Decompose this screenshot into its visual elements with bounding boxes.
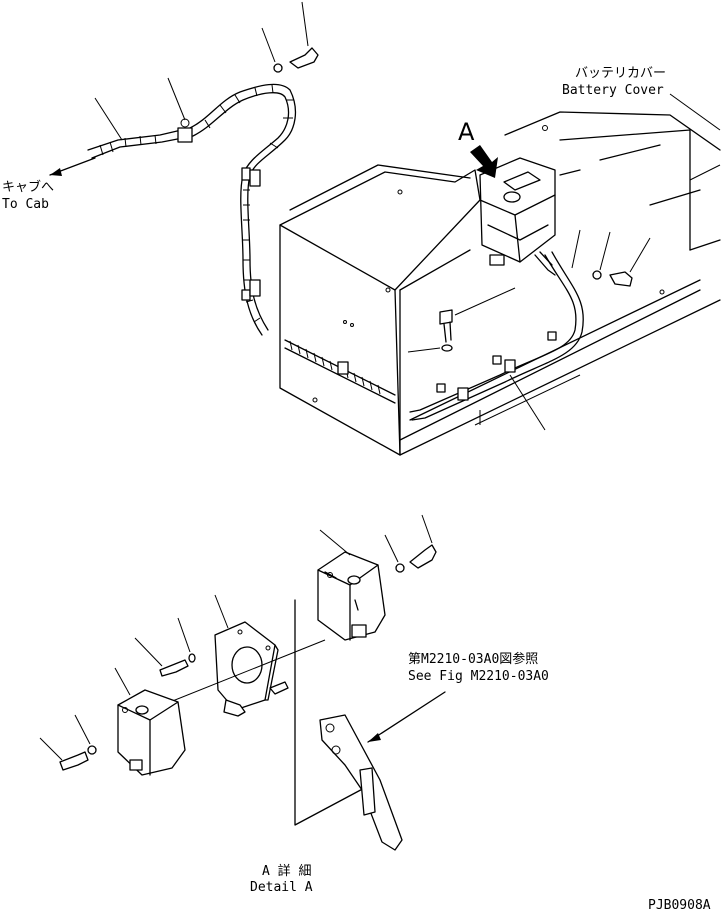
installed-device — [479, 157, 556, 276]
detail-a-label-en: Detail A — [250, 880, 313, 895]
to-cab-label-jp: キャブへ — [2, 179, 54, 195]
box-bolt — [439, 309, 453, 352]
detail-bolt-left — [59, 745, 97, 771]
drawing-code: PJB0908A — [648, 898, 711, 912]
see-fig-label-jp: 第M2210-03A0図参照 — [408, 651, 538, 667]
reference-bracket — [319, 714, 403, 851]
battery-cover-label-jp: バッテリカバー — [575, 66, 666, 81]
detail-device-right — [317, 551, 386, 641]
detail-a-label-jp: A 詳 細 — [262, 863, 311, 879]
side-bolt — [592, 270, 633, 287]
battery-box — [279, 111, 721, 456]
see-fig-label-en: See Fig M2210-03A0 — [408, 669, 549, 684]
assembly-axis — [149, 639, 326, 711]
top-bolt — [273, 47, 319, 73]
bracket — [214, 621, 289, 717]
detail-bolt-middle — [159, 653, 196, 677]
to-cab-label-en: To Cab — [2, 197, 49, 212]
front-harness — [284, 339, 396, 404]
side-harness — [409, 251, 584, 421]
see-fig-arrow — [367, 691, 446, 743]
detail-device-left — [117, 689, 186, 776]
detail-frame — [294, 599, 371, 826]
view-a-arrow — [470, 145, 498, 178]
view-a-label: A — [458, 118, 475, 146]
cab-harness — [87, 83, 297, 336]
battery-cover-label-en: Battery Cover — [562, 83, 664, 98]
detail-bolt-right — [395, 544, 437, 573]
